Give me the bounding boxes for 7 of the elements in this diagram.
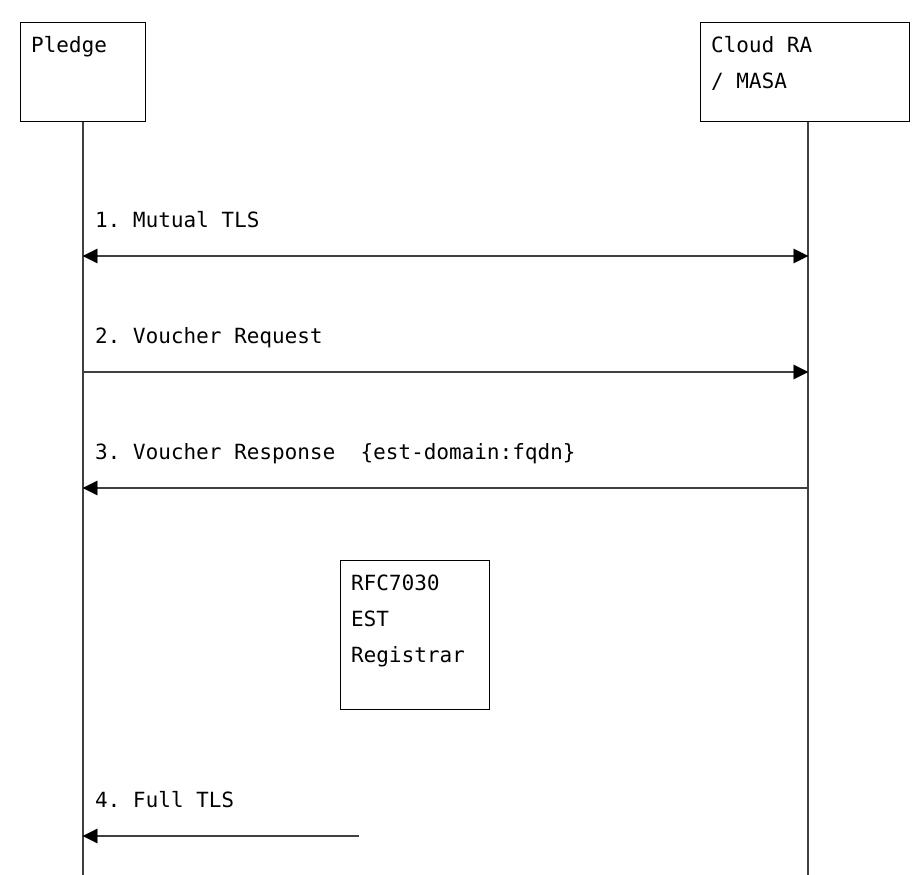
message-arrow <box>82 248 808 264</box>
message-arrow <box>84 364 808 380</box>
participant-name: Cloud RA / MASA <box>711 33 812 93</box>
participant-name: RFC7030 EST Registrar <box>351 571 465 667</box>
message-arrow <box>82 480 807 496</box>
message-arrow <box>82 828 359 844</box>
participant-name: Pledge <box>31 33 107 57</box>
